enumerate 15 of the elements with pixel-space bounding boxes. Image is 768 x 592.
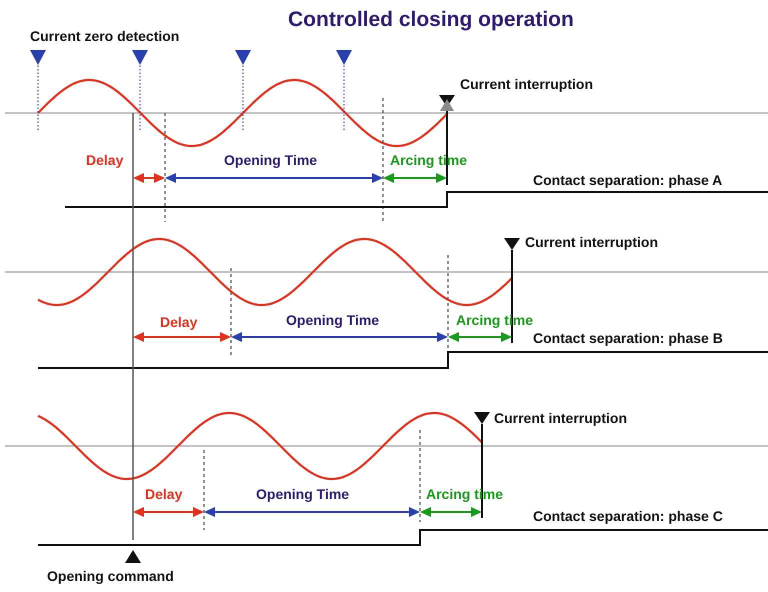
annotation-label: Current interruption: [525, 233, 658, 251]
annotation-label: Current zero detection: [30, 27, 180, 45]
dimension-label: Delay: [160, 313, 198, 331]
dimension-label: Delay: [86, 151, 124, 169]
diagram-title: Controlled closing operation: [288, 7, 574, 33]
phase-label: Contact separation: phase B: [533, 329, 723, 347]
dimension-label: Opening Time: [224, 151, 318, 169]
dimension-label: Opening Time: [256, 485, 350, 503]
annotation-label: Current interruption: [460, 75, 593, 93]
annotation-label: Current interruption: [494, 409, 627, 427]
annotation-label: Opening command: [47, 567, 174, 585]
phase-label: Contact separation: phase C: [533, 507, 723, 525]
dimension-label: Delay: [145, 485, 182, 503]
dimension-label: Opening Time: [286, 311, 380, 329]
phase-label: Contact separation: phase A: [533, 171, 722, 189]
